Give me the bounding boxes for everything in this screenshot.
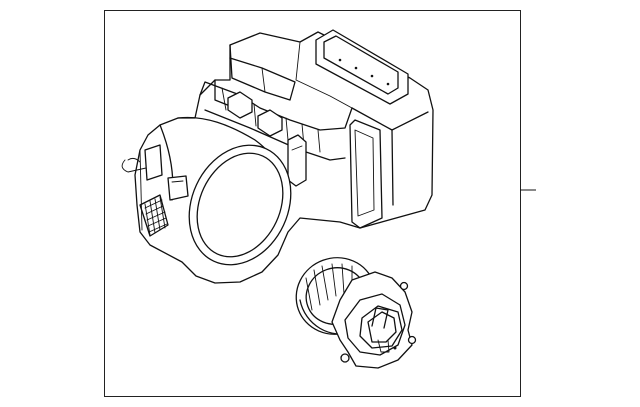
inlet-grille bbox=[139, 194, 169, 237]
blower-motor bbox=[295, 257, 417, 369]
diagram-frame bbox=[104, 10, 521, 397]
blower-housing bbox=[121, 29, 434, 284]
